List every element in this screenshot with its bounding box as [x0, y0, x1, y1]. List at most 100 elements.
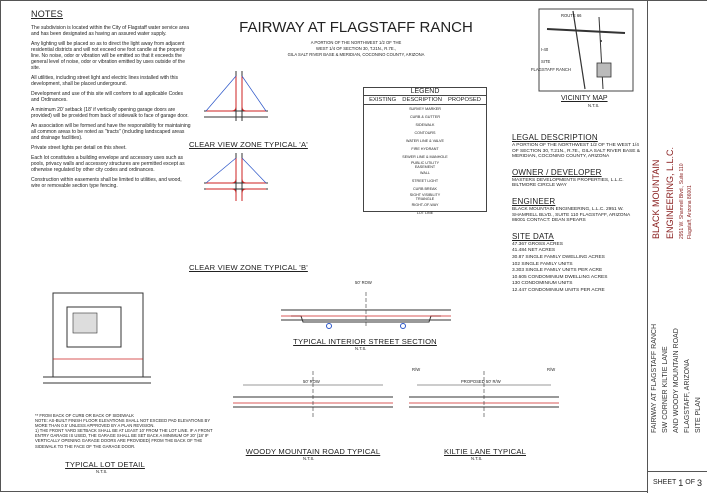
sheet-of: OF: [685, 479, 696, 486]
site-data-line-5: 3.303 SINGLE FAMILY UNITS PER ACRE: [512, 268, 603, 274]
legend-row: LOT LINE: [364, 209, 486, 217]
company-address-2: Flagstaff, Arizona 86001: [687, 185, 693, 239]
company-address-1: 2951 W. Shamrell Blvd., Suite 110: [679, 163, 685, 239]
note-7: Private street lights per detail on this…: [31, 145, 127, 151]
woody-road-title: WOODY MOUNTAIN ROAD TYPICAL: [245, 447, 381, 456]
notes-heading: NOTES: [31, 9, 64, 19]
typical-lot-detail: [43, 292, 151, 384]
vicinity-label-flagstaff-ranch: FLAGSTAFF RANCH: [531, 67, 571, 72]
kiltie-nts: N.T.S.: [471, 456, 483, 461]
project-line-4: FLAGSTAFF, ARIZONA: [684, 359, 691, 433]
legend-description: CURB & GUTTER: [409, 115, 441, 119]
kiltie-lane-title: KILTIE LANE TYPICAL: [443, 447, 527, 456]
kiltie-lane-section: [409, 371, 559, 417]
interior-nts: N.T.S.: [355, 346, 367, 351]
woody-nts: N.T.S.: [303, 456, 315, 461]
legend-row: SURVEY MARKER: [364, 105, 486, 113]
project-line-2: SW CORNER KILTIE LANE: [662, 346, 669, 433]
note-9: Construction within easements shall be l…: [31, 177, 182, 189]
title-subtitle-1: A PORTION OF THE NORTHWEST 1/2 OF THE: [310, 40, 402, 45]
project-line-1: FAIRWAY AT FLAGSTAFF RANCH: [651, 323, 658, 433]
legend-row: RIGHT-OF-WAY: [364, 201, 486, 209]
sheet-number-box: SHEET 1 OF 3: [647, 471, 707, 493]
legend-col-proposed: PROPOSED: [448, 97, 481, 103]
kiltie-rw-right: R/W: [547, 367, 556, 372]
woody-row-label: 50' ROW: [303, 379, 320, 384]
legal-text: A PORTION OF THE NORTHWEST 1/2 OF THE WE…: [512, 143, 640, 160]
legend-description: STREET LIGHT: [411, 179, 439, 183]
interior-row-label: 50' ROW: [355, 280, 372, 285]
note-3: All utilities, including street light an…: [31, 75, 179, 87]
sheet-label: SHEET: [652, 479, 677, 486]
clear-view-zone-b-drawing: [204, 153, 268, 201]
kiltie-rw-left: R/W: [412, 367, 421, 372]
owner-text: MASTERS DEVELOPMENTS PROPERTIES, L.L.C. …: [512, 177, 624, 189]
legend-description: RIGHT-OF-WAY: [411, 203, 439, 207]
site-data-line-1: 47.367 GROSS ACRES: [512, 241, 563, 247]
legend-row: CONTOURS: [364, 129, 486, 137]
legend-description: LOT LINE: [416, 211, 434, 215]
legend-row: SEWER LINE & MANHOLE: [364, 153, 486, 161]
legend-description: SURVEY MARKER: [409, 107, 441, 111]
company-name-line-1: BLACK MOUNTAIN: [651, 159, 661, 239]
legend-description: WALL: [420, 171, 430, 175]
clear-view-zone-a-drawing: [204, 71, 268, 121]
site-data-line-6: 10.605 CONDOMINIUM DWELLING ACRES: [512, 274, 608, 280]
legend-row: CURB & GUTTER: [364, 113, 486, 121]
legend-row: PUBLIC UTILITY EASEMENT: [364, 161, 486, 169]
interior-street-title: TYPICAL INTERIOR STREET SECTION: [293, 337, 437, 346]
kiltie-row-label: PROPOSED 50' R/W: [461, 379, 501, 384]
lot-detail-nts: N.T.S.: [96, 469, 108, 474]
woody-road-section: [233, 371, 393, 417]
legend-description: CONTOURS: [414, 131, 436, 135]
note-4: Development and use of this site will co…: [31, 91, 184, 103]
main-title: FAIRWAY AT FLAGSTAFF RANCH: [239, 19, 473, 36]
legend-description: FIRE HYDRANT: [411, 147, 439, 151]
title-subtitle-2: WEST 1/4 OF SECTION 30, T.21N., R.7E.,: [316, 46, 396, 51]
legend-row: SIGHT VISIBILITY TRIANGLE: [364, 193, 486, 201]
engineer-text: BLACK MOUNTAIN ENGINEERING, L.L.C. 2951 …: [512, 206, 630, 224]
site-data-heading: SITE DATA: [512, 231, 554, 241]
vicinity-label-i40: I-40: [541, 47, 549, 52]
vicinity-nts: N.T.S.: [588, 103, 600, 108]
notes-block: NOTES The subdivision is located within …: [31, 9, 191, 193]
note-1: The subdivision is located within the Ci…: [31, 25, 190, 37]
engineer-heading: ENGINEER: [512, 196, 556, 206]
legend-row: WALL: [364, 169, 486, 177]
legend-description: SIGHT VISIBILITY TRIANGLE: [409, 193, 441, 201]
owner-heading: OWNER / DEVELOPER: [512, 167, 602, 177]
note-5: A minimum 20' setback (18' if vertically…: [31, 107, 189, 119]
vicinity-map: [538, 8, 634, 92]
legend-row: CURB BREAK: [364, 185, 486, 193]
clear-view-zone-a-title: CLEAR VIEW ZONE TYPICAL 'A': [189, 140, 308, 149]
project-line-3: AND WOODY MOUNTAIN ROAD: [673, 328, 680, 433]
legal-heading: LEGAL DESCRIPTION: [512, 133, 598, 142]
note-8: Each lot constitutes a building envelope…: [31, 155, 185, 173]
sheet-current: 1: [678, 477, 684, 488]
note-2: Any lighting will be placed so as to dir…: [31, 41, 186, 71]
legend-col-existing: EXISTING: [369, 97, 397, 103]
legend-box: LEGEND EXISTING DESCRIPTION PROPOSED SUR…: [363, 87, 487, 215]
site-data-line-7: 130 CONDOMINIUM UNITS: [512, 281, 573, 287]
legend-row: SIDEWALK: [364, 121, 486, 129]
title-subtitle-3: GILA SALT RIVER BASE & MERIDIAN, COCONIN…: [287, 52, 425, 57]
legend-description: PUBLIC UTILITY EASEMENT: [410, 161, 440, 169]
site-data-line-4: 102 SINGLE FAMILY UNITS: [512, 261, 573, 267]
legend-col-description: DESCRIPTION: [402, 97, 442, 103]
site-data-line-2: 41.484 NET ACRES: [512, 248, 556, 254]
legend-row: FIRE HYDRANT: [364, 145, 486, 153]
note-6: An association will be formed and have t…: [31, 123, 191, 141]
vicinity-label-route66: ROUTE 66: [561, 13, 582, 18]
legend-row: STREET LIGHT: [364, 177, 486, 185]
legend-description: CURB BREAK: [413, 187, 437, 191]
project-info-block: LEGAL DESCRIPTION A PORTION OF THE NORTH…: [512, 131, 642, 295]
sheet-total: 3: [697, 477, 703, 488]
legend-title: LEGEND: [364, 88, 486, 96]
vicinity-title: VICINITY MAP: [561, 95, 608, 102]
title-block: [647, 1, 707, 493]
vicinity-label-site: SITE: [541, 59, 551, 64]
lot-detail-title: TYPICAL LOT DETAIL: [65, 460, 145, 469]
company-name-line-2: ENGINEERING, L.L.C.: [665, 146, 675, 239]
legend-description: SIDEWALK: [415, 123, 435, 127]
